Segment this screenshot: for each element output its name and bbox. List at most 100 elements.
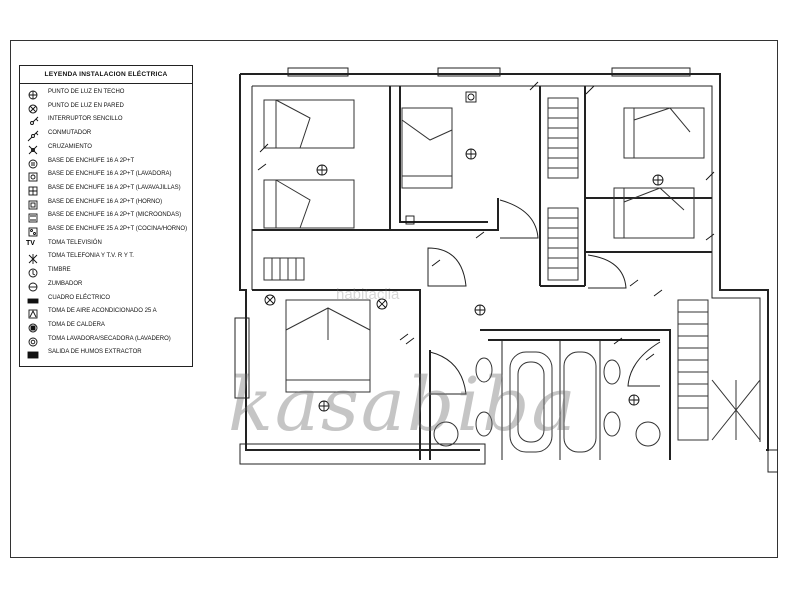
window — [437, 67, 501, 77]
electrical-panel-icon — [26, 294, 40, 306]
door-swing — [427, 247, 467, 287]
legend-item: ZUMBADOR — [26, 280, 191, 292]
interior-wall — [501, 340, 601, 460]
interior-wall — [389, 86, 499, 231]
legend-item-label: TOMA DE CALDERA — [48, 321, 105, 328]
socket-oven-icon — [26, 198, 40, 210]
bathroom-fixture — [433, 351, 661, 453]
legend-item: CONMUTADOR — [26, 129, 191, 142]
legend-item-label: TOMA LAVADORA/SECADORA (LAVADERO) — [48, 335, 171, 342]
ac-outlet-icon — [26, 307, 40, 319]
tv-outlet-icon — [465, 91, 477, 103]
door-swing — [499, 199, 539, 239]
legend-item-label: BASE DE ENCHUFE 16 A 2P+T (HORNO) — [48, 198, 163, 205]
electrical-symbols — [257, 81, 715, 412]
legend-item-label: PUNTO DE LUZ EN TECHO — [48, 89, 125, 95]
legend-item: CRUZAMIENTO — [26, 143, 191, 155]
socket-dishwasher-icon — [26, 184, 40, 196]
drawing-frame — [10, 40, 778, 558]
legend-item: BASE DE ENCHUFE 16 A 2P+T (MICROONDAS) — [26, 211, 191, 223]
ceiling-light-icon — [316, 164, 328, 176]
door-swing — [429, 351, 467, 395]
single-switch-icon — [629, 279, 663, 297]
legend-item-label: BASE DE ENCHUFE 16 A 2P+T (LAVADORA) — [48, 171, 172, 178]
socket-microwave-icon — [26, 211, 40, 223]
doorbell-icon — [26, 266, 40, 278]
ceiling-light-icon — [652, 174, 664, 186]
crossover-switch-icon — [26, 143, 40, 155]
ceiling-light-icon — [318, 400, 330, 412]
legend-item-label: TOMA TELEVISIÓN — [48, 239, 102, 246]
legend-item: TOMA DE AIRE ACONDICIONADO 25 A — [26, 307, 191, 319]
legend-item-label: PUNTO DE LUZ EN PARED — [48, 102, 124, 109]
legend-item-label: CUADRO ELÉCTRICO — [48, 294, 111, 301]
legend-item: PUNTO DE LUZ EN TECHO — [26, 88, 191, 100]
window — [234, 317, 250, 399]
boiler-outlet-icon — [26, 321, 40, 333]
legend-item: SALIDA DE HUMOS EXTRACTOR — [26, 348, 191, 360]
socket-icon — [405, 215, 415, 225]
legend-item-label: TOMA TELEFONIA Y T.V. R Y T. — [48, 253, 134, 260]
extractor-outlet-icon — [26, 348, 40, 360]
interior-wall — [252, 229, 421, 350]
ceiling-light-icon — [465, 148, 477, 160]
single-switch-icon — [399, 333, 415, 345]
legend-item-label: CONMUTADOR — [48, 130, 92, 137]
legend-item: TIMBRE — [26, 266, 191, 278]
legend-item: TV TOMA TELEVISIÓN — [26, 239, 191, 251]
socket-washer-icon — [26, 170, 40, 182]
legend-item-label: INTERRUPTOR SENCILLO — [48, 116, 123, 123]
wall-light-icon — [376, 298, 388, 310]
window — [611, 67, 691, 77]
legend-item: BASE DE ENCHUFE 25 A 2P+T (COCINA/HORNO) — [26, 225, 191, 237]
wall-light-icon — [264, 294, 276, 306]
single-switch-icon — [431, 231, 485, 267]
single-switch-icon — [26, 115, 40, 127]
commutator-icon — [26, 129, 40, 142]
single-switch-icon — [705, 171, 715, 241]
phone-tv-outlet-icon — [26, 252, 40, 265]
legend-item-label: BASE DE ENCHUFE 16 A 2P+T (LAVAVAJILLAS) — [48, 184, 181, 191]
bathroom-base — [767, 449, 778, 473]
legend-item: BASE DE ENCHUFE 16 A 2P+T — [26, 157, 191, 169]
legend-item: CUADRO ELÉCTRICO — [26, 294, 191, 306]
legend-item-label: BASE DE ENCHUFE 16 A 2P+T — [48, 157, 135, 164]
legend-item: PUNTO DE LUZ EN PARED — [26, 102, 191, 114]
tv-outlet-icon: TV — [26, 239, 35, 247]
legend-item-label: BASE DE ENCHUFE 16 A 2P+T (MICROONDAS) — [48, 212, 182, 219]
socket-cooker-icon — [26, 225, 40, 237]
bed — [263, 99, 705, 393]
stair — [263, 97, 761, 441]
buzzer-icon — [26, 280, 40, 292]
legend-item-label: TOMA DE AIRE ACONDICIONADO 25 A — [48, 308, 157, 315]
legend-item: TOMA DE CALDERA — [26, 321, 191, 333]
interior-wall — [480, 329, 671, 460]
exterior-wall-inner — [251, 85, 761, 442]
interior-wall — [419, 350, 431, 460]
legend-item-label: BASE DE ENCHUFE 25 A 2P+T (COCINA/HORNO) — [48, 226, 188, 232]
bathroom-base — [239, 443, 486, 465]
interior-wall — [585, 197, 712, 253]
legend-divider — [20, 83, 192, 84]
ceiling-light-icon — [26, 88, 40, 100]
single-switch-icon — [529, 81, 595, 95]
wall-light-icon — [26, 102, 40, 114]
single-switch-icon — [613, 337, 655, 361]
single-switch-icon — [257, 143, 269, 171]
door-swing — [627, 341, 661, 387]
legend-item: BASE DE ENCHUFE 16 A 2P+T (HORNO) — [26, 198, 191, 210]
legend-title: LEYENDA INSTALACION ELÉCTRICA — [44, 71, 168, 78]
socket-icon — [26, 157, 40, 169]
door-swing — [587, 254, 627, 289]
legend-item-label: SALIDA DE HUMOS EXTRACTOR — [48, 349, 142, 356]
ceiling-light-icon — [628, 394, 640, 406]
floor-plan — [234, 67, 778, 473]
legend-item-label: TIMBRE — [48, 267, 71, 274]
washer-dryer-outlet-icon — [26, 335, 40, 347]
window — [287, 67, 349, 77]
legend-panel: LEYENDA INSTALACION ELÉCTRICA PUNTO DE L… — [19, 65, 193, 367]
legend-item-label: ZUMBADOR — [48, 280, 83, 287]
legend-item: BASE DE ENCHUFE 16 A 2P+T (LAVAVAJILLAS) — [26, 184, 191, 196]
ceiling-light-icon — [474, 304, 486, 316]
legend-item: INTERRUPTOR SENCILLO — [26, 115, 191, 127]
